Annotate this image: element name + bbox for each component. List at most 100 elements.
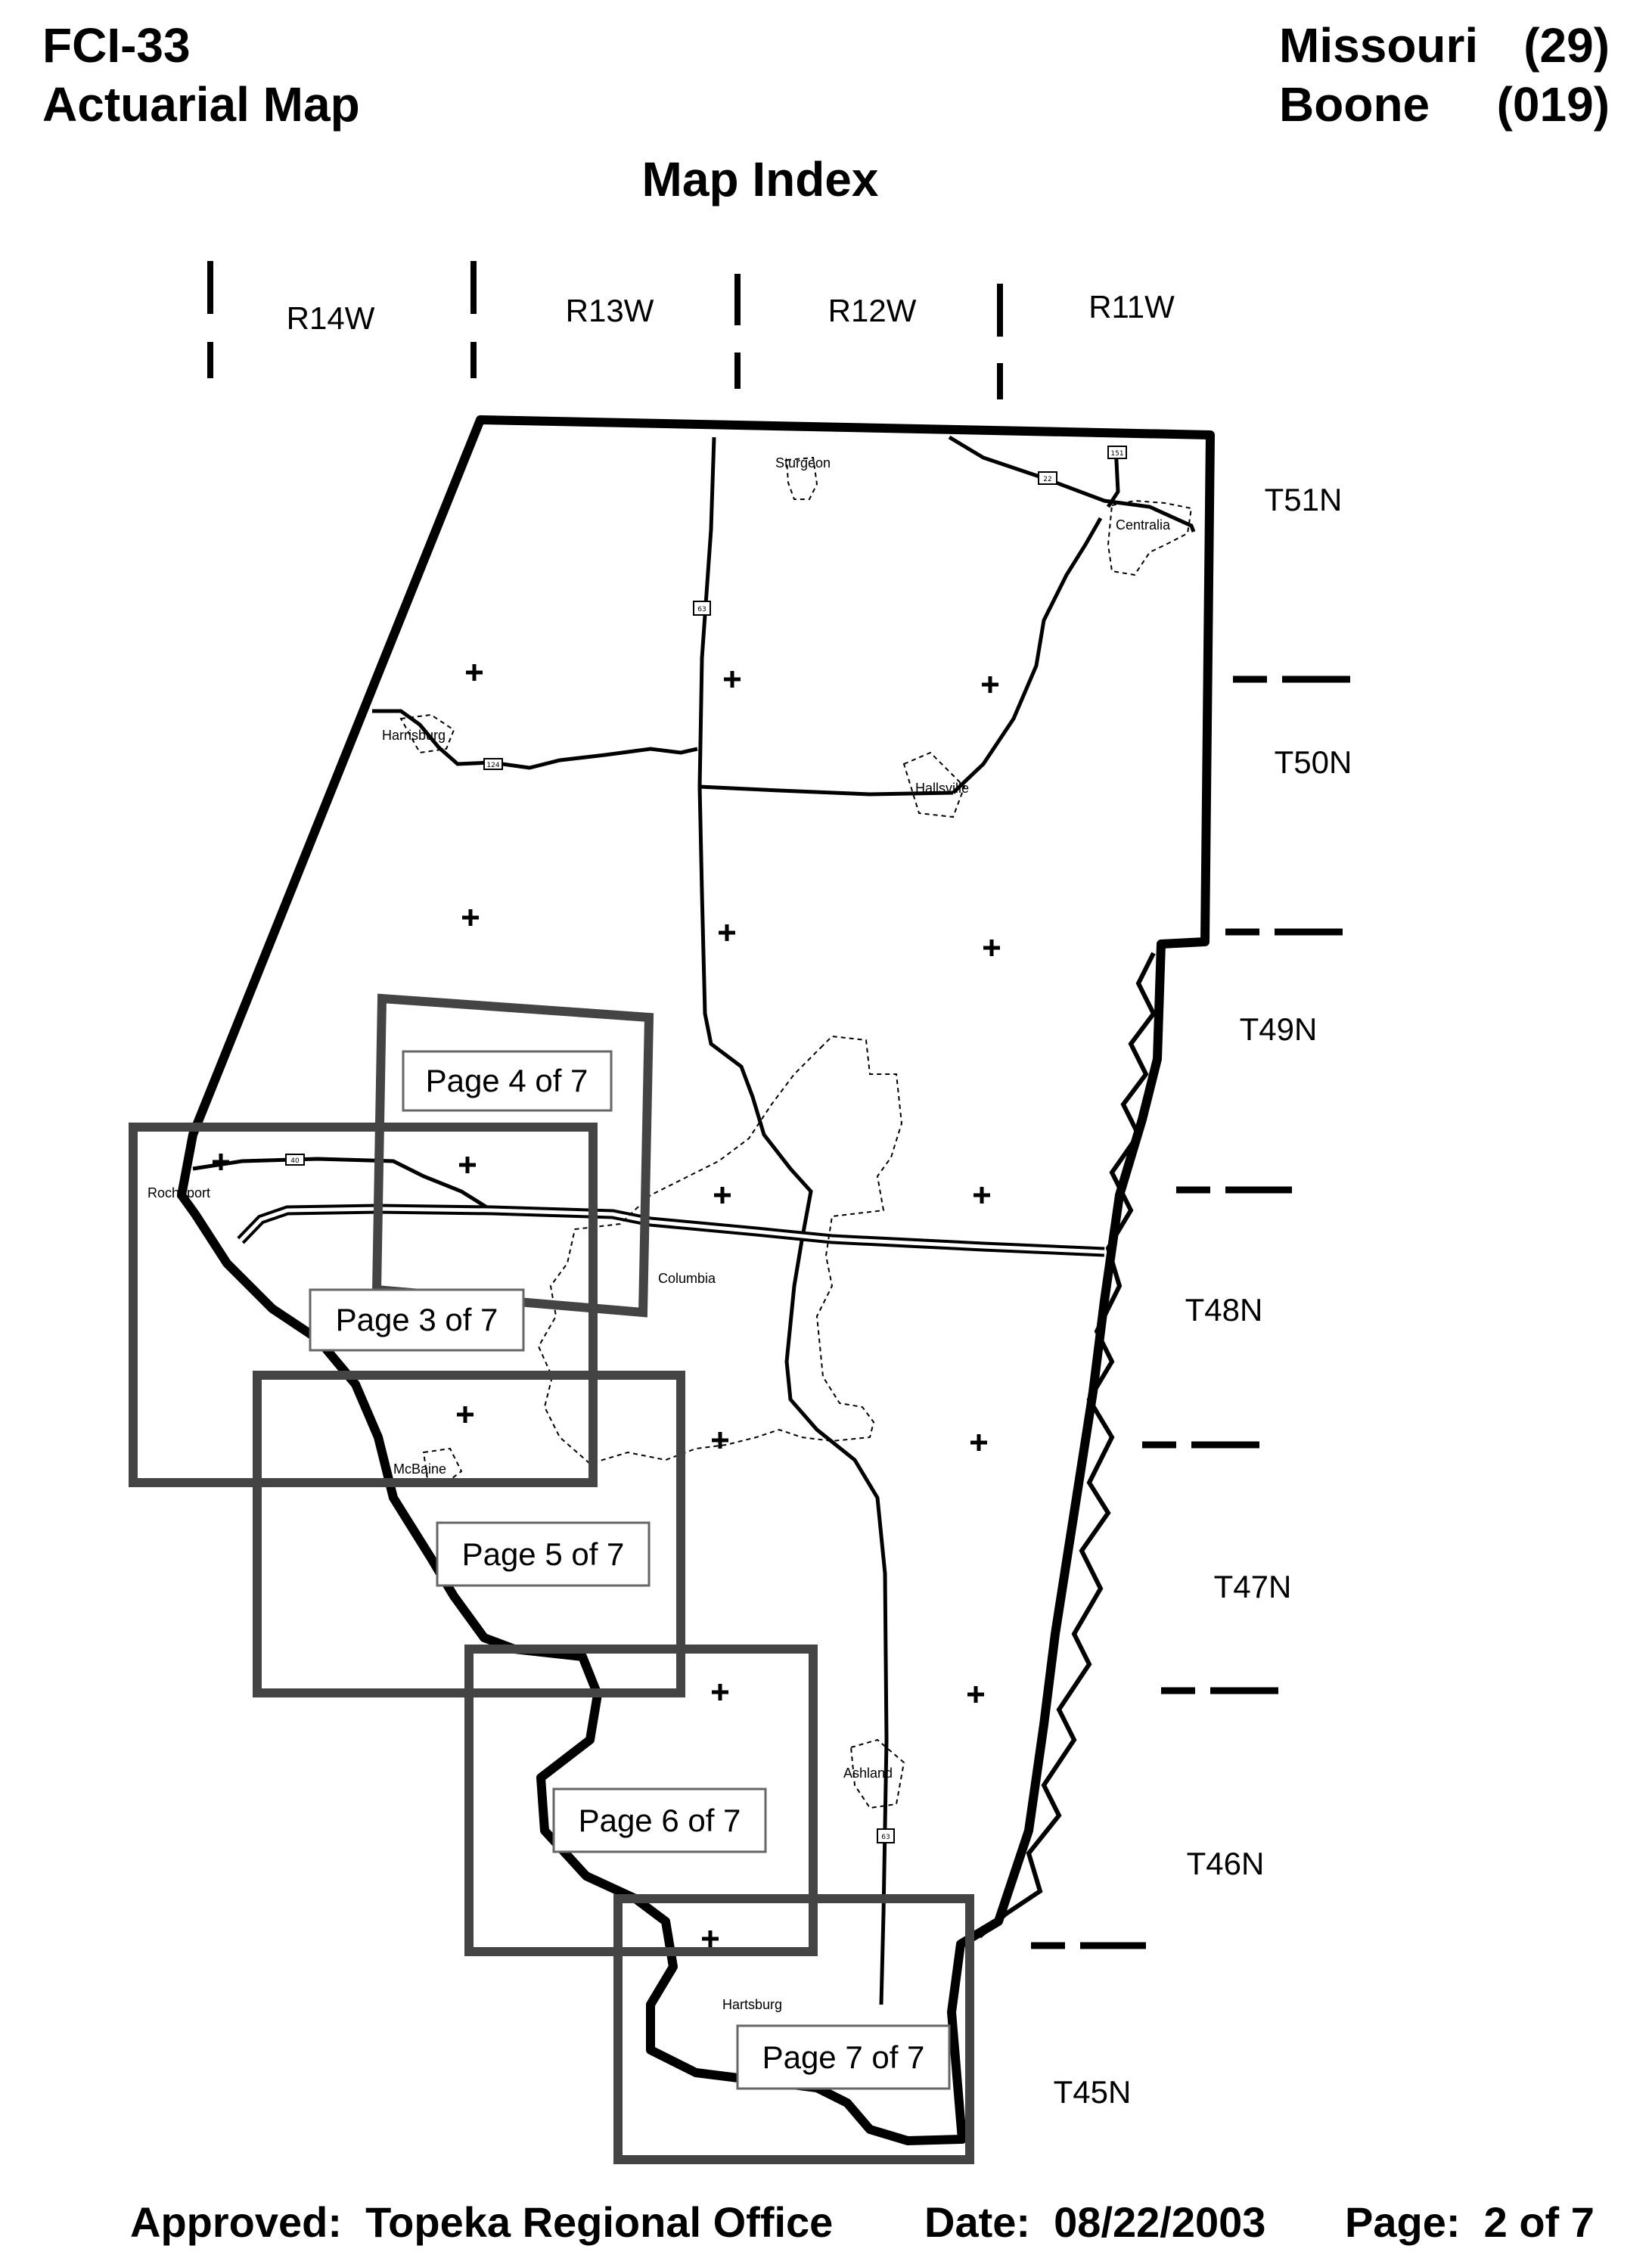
date-footer: Date: 08/22/2003 — [924, 2197, 1265, 2247]
route-40-road — [192, 1157, 493, 1213]
section-crosses — [213, 664, 1000, 1947]
mcbaine-city-limit — [422, 1447, 463, 1484]
ashland-city-limit — [849, 1738, 905, 1809]
route-124-road-east — [699, 784, 954, 797]
section-cross-marker — [459, 1157, 476, 1173]
place-label-mcbaine: McBaine — [393, 1461, 446, 1477]
page-label: Page: — [1345, 2198, 1461, 2246]
section-cross-marker — [714, 1187, 731, 1204]
county-code: (019) — [1496, 77, 1610, 132]
page-label-3[interactable]: Page 3 of 7 — [309, 1288, 525, 1352]
range-label-r13w: R13W — [566, 293, 654, 328]
section-cross-marker — [466, 664, 483, 681]
route-shield: 63 — [877, 1828, 895, 1843]
route-124-road-west — [372, 709, 698, 770]
section-cross-marker — [462, 909, 479, 926]
range-label-r12w: R12W — [828, 293, 917, 328]
route-shields: 151 22 63 124 40 63 — [285, 446, 1127, 1843]
section-cross-marker — [983, 940, 1000, 956]
svg-text:Page 4 of 7: Page 4 of 7 — [426, 1063, 588, 1098]
page-label-4[interactable]: Page 4 of 7 — [402, 1050, 613, 1112]
place-label-harrisburg: Harrisburg — [382, 728, 446, 743]
harrisburg-city-limit — [399, 713, 455, 754]
township-label-t46n: T46N — [1187, 1846, 1265, 1881]
page-labels: Page 4 of 7 Page 3 of 7 Page 5 of 7 Page… — [309, 1050, 951, 2090]
section-cross-marker — [967, 1686, 984, 1703]
section-cross-marker — [974, 1187, 990, 1204]
township-labels: T51N T50N T49N T48N T47N T46N T45N — [1054, 482, 1352, 2110]
township-label-t50n: T50N — [1275, 744, 1352, 780]
place-label-rocheport: Rocheport — [148, 1185, 210, 1200]
page-value: 2 of 7 — [1483, 2198, 1595, 2246]
range-label-r14w: R14W — [287, 300, 375, 336]
svg-text:63: 63 — [697, 606, 706, 613]
centralia-city-limit — [1107, 499, 1193, 576]
date-value: 08/22/2003 — [1054, 2198, 1266, 2246]
map-title: Map Index — [641, 152, 879, 207]
section-cross-marker — [712, 1684, 728, 1700]
svg-text:22: 22 — [1043, 476, 1051, 483]
approved-label: Approved: — [130, 2198, 342, 2246]
township-label-t45n: T45N — [1054, 2074, 1132, 2110]
place-label-ashland: Ashland — [843, 1766, 893, 1781]
section-cross-marker — [719, 924, 735, 941]
page-label-5[interactable]: Page 5 of 7 — [436, 1521, 651, 1587]
svg-text:124: 124 — [486, 762, 499, 769]
route-shield: 22 — [1038, 471, 1057, 485]
approved-value: Topeka Regional Office — [365, 2198, 834, 2246]
svg-text:151: 151 — [1110, 450, 1123, 458]
state-code: (29) — [1523, 18, 1610, 73]
route-shield: 151 — [1107, 446, 1127, 459]
page-4-box — [371, 993, 654, 1318]
township-label-t47n: T47N — [1214, 1569, 1292, 1604]
hallsville-city-limit — [902, 751, 966, 818]
section-cross-marker — [724, 671, 741, 688]
range-label-r11w: R11W — [1088, 289, 1175, 325]
svg-text:Page 3 of 7: Page 3 of 7 — [336, 1302, 498, 1337]
township-dividers — [1031, 676, 1350, 1949]
township-label-t49n: T49N — [1240, 1011, 1318, 1047]
highway-63-road — [697, 436, 889, 2005]
svg-text:Page 5 of 7: Page 5 of 7 — [462, 1536, 625, 1572]
section-cross-marker — [213, 1154, 229, 1170]
route-to-centralia-road — [952, 517, 1103, 794]
form-header: FCI-33 Actuarial Map — [42, 21, 360, 139]
form-id: FCI-33 — [42, 18, 191, 73]
page-6-box — [464, 1645, 818, 1956]
township-label-t48n: T48N — [1185, 1292, 1263, 1328]
place-label-hartsburg: Hartsburg — [722, 1997, 782, 2012]
city-limits — [399, 456, 1193, 1809]
page-boxes — [129, 993, 974, 2164]
place-label-sturgeon: Sturgeon — [775, 455, 831, 471]
cedar-creek-river — [978, 952, 1157, 1939]
place-labels: Sturgeon Centralia Harrisburg Hallsville… — [148, 455, 1171, 2012]
svg-text:40: 40 — [290, 1157, 300, 1165]
columbia-city-limit — [537, 1035, 903, 1465]
route-22-road — [948, 435, 1196, 533]
section-cross-marker — [457, 1406, 474, 1423]
state-name: Missouri — [1279, 18, 1479, 73]
route-151-road — [1106, 446, 1120, 508]
place-label-columbia: Columbia — [658, 1271, 716, 1286]
route-shield: 63 — [693, 601, 711, 616]
township-label-t51n: T51N — [1265, 482, 1343, 517]
date-label: Date: — [924, 2198, 1031, 2246]
roads — [192, 435, 1196, 2005]
svg-text:Page 6 of 7: Page 6 of 7 — [579, 1803, 741, 1838]
svg-text:Page 7 of 7: Page 7 of 7 — [762, 2039, 925, 2075]
page-label-6[interactable]: Page 6 of 7 — [552, 1787, 767, 1853]
county-boundary — [177, 415, 1215, 2145]
page-label-7[interactable]: Page 7 of 7 — [736, 2024, 951, 2090]
place-label-centralia: Centralia — [1116, 517, 1171, 533]
section-cross-marker — [702, 1930, 719, 1947]
section-cross-marker — [712, 1432, 728, 1449]
page-7-box — [613, 1894, 974, 2164]
interstate-70-road-inner — [239, 1207, 1105, 1254]
approval-footer: Approved: Topeka Regional Office — [130, 2197, 833, 2247]
place-label-hallsville: Hallsville — [915, 781, 969, 796]
section-cross-marker — [970, 1434, 987, 1451]
section-cross-marker — [982, 676, 998, 693]
range-dividers — [207, 261, 1003, 399]
sturgeon-city-limit — [785, 456, 818, 500]
